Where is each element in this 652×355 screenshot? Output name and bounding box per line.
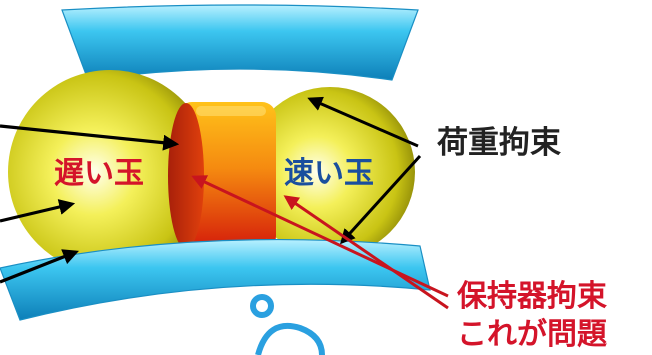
load-constraint-arrows xyxy=(307,96,422,245)
fast-ball xyxy=(245,87,415,257)
bearing-logo-icon xyxy=(250,294,325,355)
left-pointer-arrows xyxy=(0,124,180,284)
inner-race xyxy=(0,238,431,321)
cage-constraint-label-line1: 保持器拘束 xyxy=(457,279,607,314)
cage-constraint-arrows xyxy=(191,175,449,310)
slow-ball xyxy=(8,70,212,274)
cage-cylinder xyxy=(168,102,276,250)
fast-ball-label: 速い玉 xyxy=(284,156,374,191)
load-constraint-label: 荷重拘束 xyxy=(437,125,561,161)
outer-race xyxy=(61,4,419,81)
slow-ball-label: 遅い玉 xyxy=(54,156,144,191)
cage-constraint-label-line2: これが問題 xyxy=(457,317,607,352)
